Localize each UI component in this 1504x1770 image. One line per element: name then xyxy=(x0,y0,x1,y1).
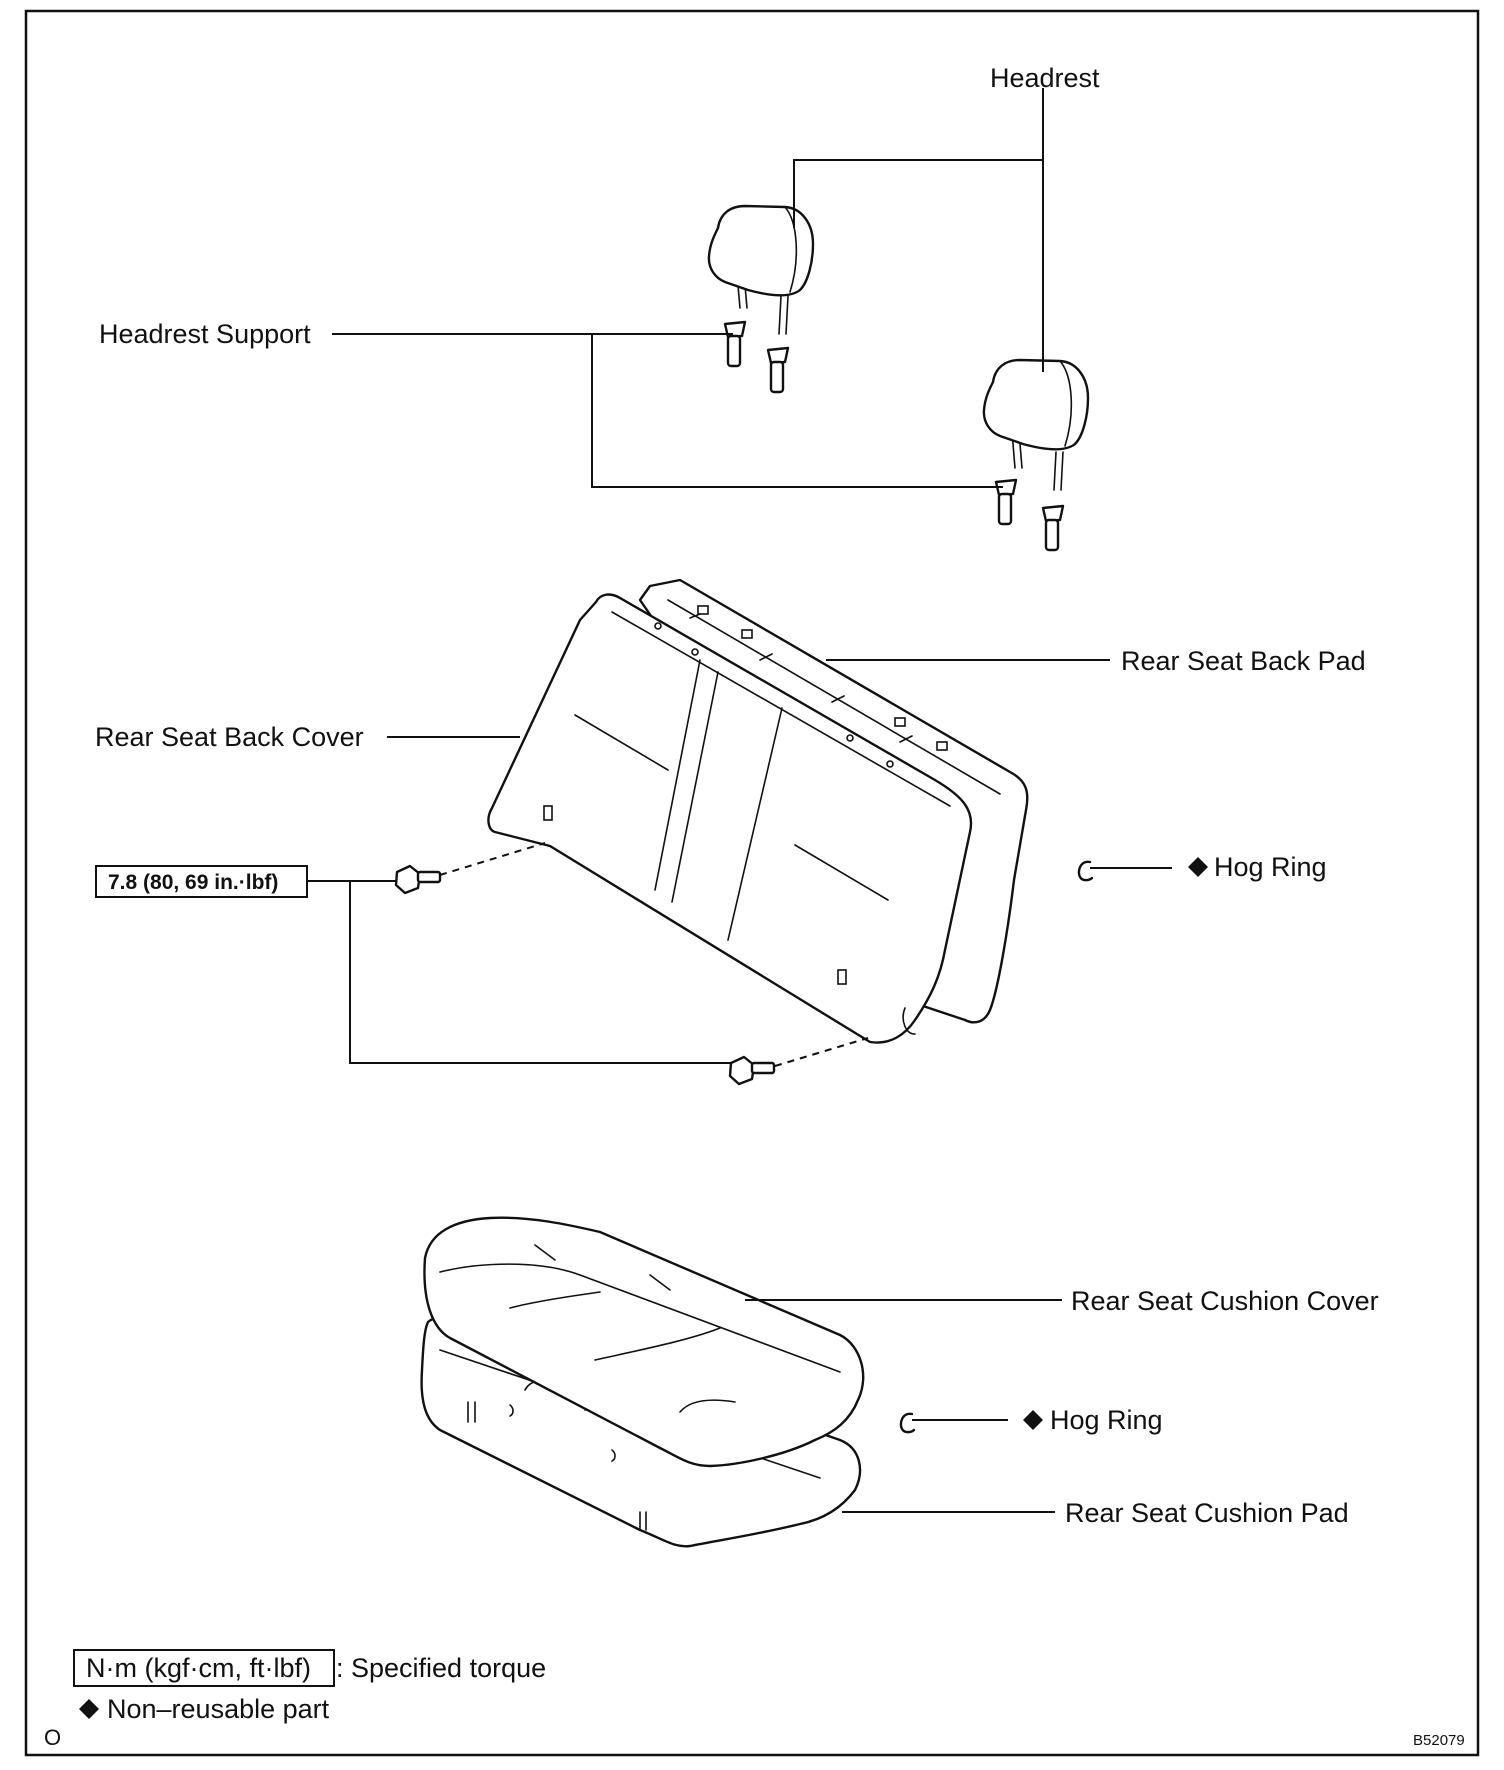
headrest-lower xyxy=(982,358,1090,491)
legend-torque-box xyxy=(73,1649,335,1687)
torque-spec-label: 7.8 (80, 69 in.·lbf) xyxy=(108,871,278,894)
headrest-support-2 xyxy=(766,346,790,394)
black-diamond-icon xyxy=(1023,1410,1043,1430)
hog-ring-upper-label: Hog Ring xyxy=(1214,852,1327,882)
headrest-support-4 xyxy=(1041,504,1065,552)
legend-non-reusable: Non–reusable part xyxy=(107,1694,330,1724)
headrest-support-1 xyxy=(723,320,747,368)
legend-torque-desc: : Specified torque xyxy=(336,1653,546,1683)
footer-left-mark: O xyxy=(44,1725,61,1750)
rear-seat-cushion-pad-label: Rear Seat Cushion Pad xyxy=(1065,1498,1349,1528)
headrest-label: Headrest xyxy=(990,63,1100,93)
rear-seat-cushion-cover-label: Rear Seat Cushion Cover xyxy=(1071,1286,1379,1316)
rear-seat-back-cover xyxy=(487,593,973,1044)
headrest-support-label: Headrest Support xyxy=(99,319,311,349)
headrest-support-3 xyxy=(994,478,1018,526)
rear-seat-cushion-cover xyxy=(423,1216,865,1468)
torque-leader xyxy=(308,880,731,1064)
bolt-lower xyxy=(728,1055,776,1086)
bolt-lower-path xyxy=(774,1037,869,1067)
legend-torque-units: N·m (kgf·cm, ft·lbf) xyxy=(86,1653,311,1683)
hog-ring-lower-label: Hog Ring xyxy=(1050,1405,1163,1435)
rear-seat-back-cover-label: Rear Seat Back Cover xyxy=(95,722,364,752)
bolt-upper xyxy=(394,864,442,895)
bolt-upper-path xyxy=(439,842,546,876)
headrest-support-leader xyxy=(332,333,1003,488)
figure-code: B52079 xyxy=(1413,1732,1465,1749)
diagram-frame xyxy=(24,9,1480,1757)
headrest-upper xyxy=(707,204,815,335)
torque-spec-box xyxy=(95,865,308,898)
hog-ring-icon xyxy=(1077,860,1094,882)
headrest-leader xyxy=(793,88,1044,372)
black-diamond-icon xyxy=(79,1699,99,1719)
rear-seat-back-pad-label: Rear Seat Back Pad xyxy=(1121,646,1366,676)
hog-ring-lower-icon xyxy=(899,1412,916,1434)
black-diamond-icon xyxy=(1188,857,1208,877)
